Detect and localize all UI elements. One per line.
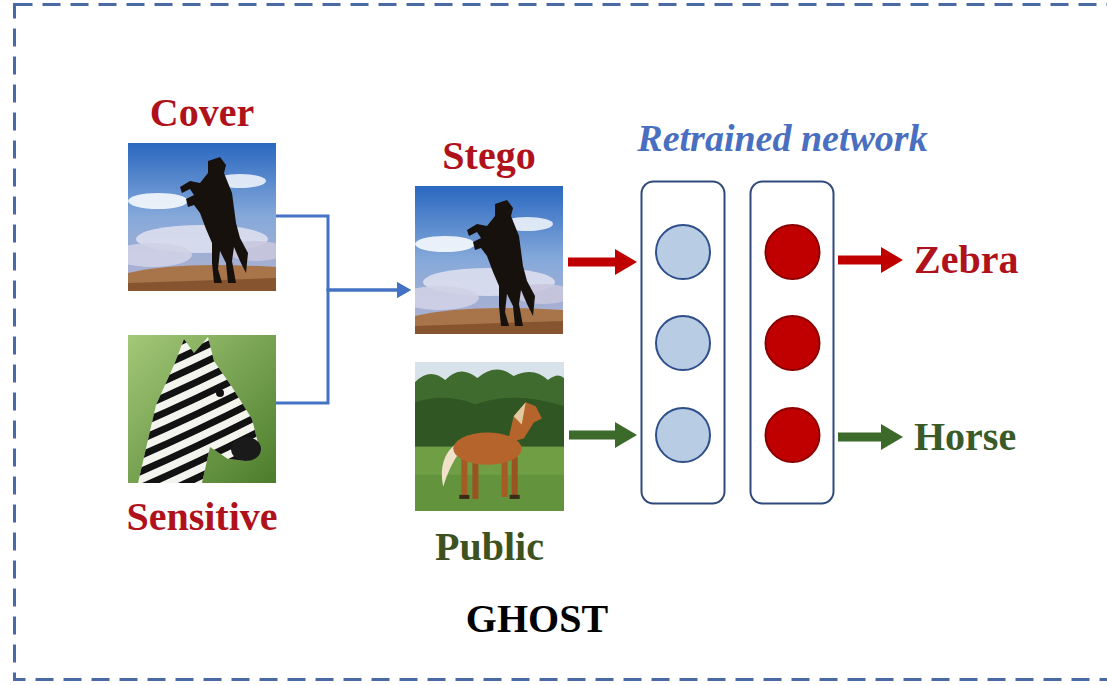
neuron: [766, 225, 820, 279]
stego-node: Stego: [415, 134, 563, 334]
connector-arrow: [276, 216, 398, 290]
public-node: Public: [415, 362, 564, 569]
neuron: [656, 408, 710, 462]
dashed-frame: [15, 5, 1107, 680]
layer-box: [751, 181, 834, 503]
connector-arrow: [838, 256, 882, 265]
image-label: Stego: [442, 134, 535, 178]
network-node: Retrained network: [640, 118, 835, 505]
cover-node: Cover: [128, 91, 276, 291]
image-frame: [128, 143, 276, 291]
image-label: Public: [435, 525, 544, 569]
image-label: Sensitive: [126, 495, 277, 539]
connector-arrow: [569, 431, 616, 440]
image-frame: [128, 335, 276, 483]
connector-arrow: [838, 433, 882, 442]
network-layers-drawing: [640, 180, 835, 505]
network-layers: [640, 180, 835, 505]
stego-image: [399, 186, 573, 334]
connector-arrow: [276, 290, 398, 403]
network-title: Retrained network: [637, 118, 927, 160]
connector-arrow: [568, 258, 616, 267]
image-label: Cover: [150, 91, 254, 135]
layer-box: [642, 181, 725, 503]
class-output: Horse: [914, 415, 1016, 459]
neuron: [656, 316, 710, 370]
neuron: [766, 408, 820, 462]
image-frame: [415, 362, 564, 511]
class-output: Zebra: [914, 238, 1018, 282]
sensitive-node: Sensitive: [128, 335, 276, 539]
image-frame: [415, 186, 563, 334]
neuron: [766, 316, 820, 370]
class-label: Zebra: [914, 238, 1018, 282]
class-label: Horse: [914, 415, 1016, 459]
caption-text: GHOST: [466, 597, 608, 641]
cover-image: [112, 143, 286, 291]
public-image: [415, 362, 564, 511]
neuron: [656, 225, 710, 279]
